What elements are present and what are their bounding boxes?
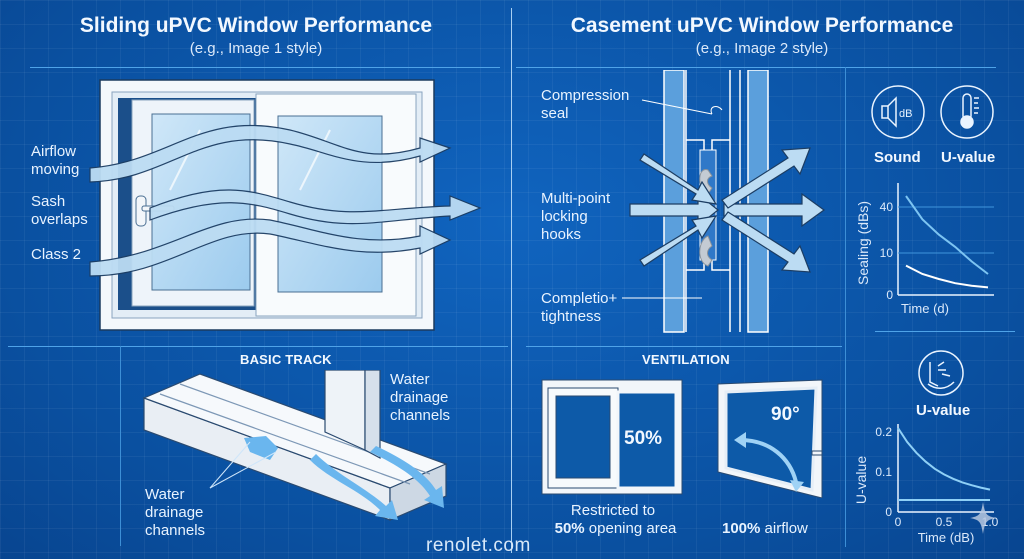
airflow-arrow-bottom	[89, 218, 452, 277]
outward-arrow-right	[723, 192, 826, 228]
sliding-window-icon	[541, 379, 683, 495]
compression-seal-label: Compression seal	[541, 87, 630, 122]
casement-caption-rest: airflow	[760, 520, 808, 537]
u-value-chart-ylabel: U-value	[853, 456, 869, 504]
u-value-chart-x-tick: 0.5	[936, 515, 953, 529]
u-value-chart-xlabel: Time (dB)	[918, 530, 975, 545]
airflow-label: Airflow moving	[31, 143, 80, 178]
sliding-window-illustration	[89, 79, 482, 331]
speaker-db-icon: dB	[871, 85, 925, 139]
sliding-caption-rest: opening area	[584, 520, 677, 537]
inward-arrow-lower	[639, 215, 718, 267]
ventilation-heading: VENTILATION	[642, 352, 730, 367]
u-value-chart-y-tick: 0	[885, 505, 892, 519]
inward-arrow-upper	[639, 153, 718, 205]
watermark: renolet.com	[426, 535, 531, 556]
track-left-divider	[120, 346, 121, 546]
side-section-divider	[875, 331, 1015, 332]
u-value-chart-series-1	[897, 427, 991, 491]
rotation-arrow	[739, 438, 798, 483]
center-divider	[511, 8, 512, 553]
sealing-chart-xlabel: Time (d)	[901, 301, 949, 316]
sliding-title: Sliding uPVC Window Performance	[79, 14, 433, 37]
casement-subtitle: (e.g., Image 2 style)	[695, 40, 829, 57]
right-title-underline	[516, 67, 996, 68]
side-divider	[845, 67, 846, 547]
u-value-graph-icon	[918, 350, 964, 396]
outward-arrow-lower	[721, 211, 811, 273]
casement-cross-section	[622, 70, 826, 333]
airflow-arrow-middle	[149, 189, 482, 225]
sliding-percent: 50%	[624, 428, 663, 449]
casement-caption-bold: 100%	[722, 520, 761, 537]
outward-arrow-upper	[721, 147, 811, 209]
ventilation-divider	[526, 346, 842, 347]
drainage-flow-left	[310, 454, 398, 520]
sound-label: Sound	[874, 149, 921, 166]
sealing-chart-y-tick: 10	[880, 246, 894, 260]
sealing-chart-series-1	[905, 195, 989, 275]
sealing-chart-ylabel: Sealing (dBs)	[855, 201, 871, 285]
multi-point-locking-label: Multi-point locking hooks	[541, 190, 611, 243]
sealing-chart: Sealing (dBs) Time (d) 0 10 40	[855, 183, 994, 316]
airflow-arrow-top	[89, 124, 452, 183]
drainage-flow-right	[370, 446, 444, 508]
u-value-chart-y-tick: 0.1	[875, 465, 892, 479]
sliding-caption-bold: 50%	[554, 520, 585, 537]
casement-title: Casement uPVC Window Performance	[570, 14, 954, 37]
sparkle-icon	[970, 502, 996, 534]
side-icons: dB	[871, 85, 994, 139]
sliding-subtitle: (e.g., Image 1 style)	[189, 40, 323, 57]
left-section-divider	[8, 346, 508, 347]
water-drainage-label-bottom: Water drainage channels	[145, 486, 206, 539]
db-glyph: dB	[899, 108, 912, 120]
u-value-chart-x-tick: 0	[895, 515, 902, 529]
sealing-chart-y-tick: 40	[880, 200, 894, 214]
sealing-chart-y-tick: 0	[886, 288, 893, 302]
sliding-caption-line2: 50% opening area	[543, 520, 688, 537]
casement-window-icon	[717, 379, 823, 498]
class-label: Class 2	[31, 246, 82, 263]
casement-caption: 100% airflow	[722, 520, 808, 537]
u-value-label: U-value	[941, 149, 996, 166]
sealing-chart-series-2	[905, 264, 989, 289]
thermometer-icon	[940, 85, 994, 139]
ventilation-illustration	[541, 379, 823, 498]
track-illustration	[142, 370, 448, 521]
u-value-section-label: U-value	[916, 402, 971, 419]
completion-tightness-label: Completio+ tightness	[541, 290, 618, 325]
sliding-caption-line1: Restricted to	[570, 502, 656, 519]
left-title-underline	[30, 67, 500, 68]
locking-hook-bottom	[699, 235, 713, 267]
water-puddle	[244, 436, 278, 460]
water-drainage-label-top: Water drainage channels	[390, 371, 451, 424]
sash-overlaps-label: Sash overlaps	[31, 193, 88, 228]
casement-angle: 90°	[771, 404, 800, 425]
u-value-chart-y-tick: 0.2	[875, 425, 892, 439]
basic-track-heading: BASIC TRACK	[240, 352, 332, 367]
